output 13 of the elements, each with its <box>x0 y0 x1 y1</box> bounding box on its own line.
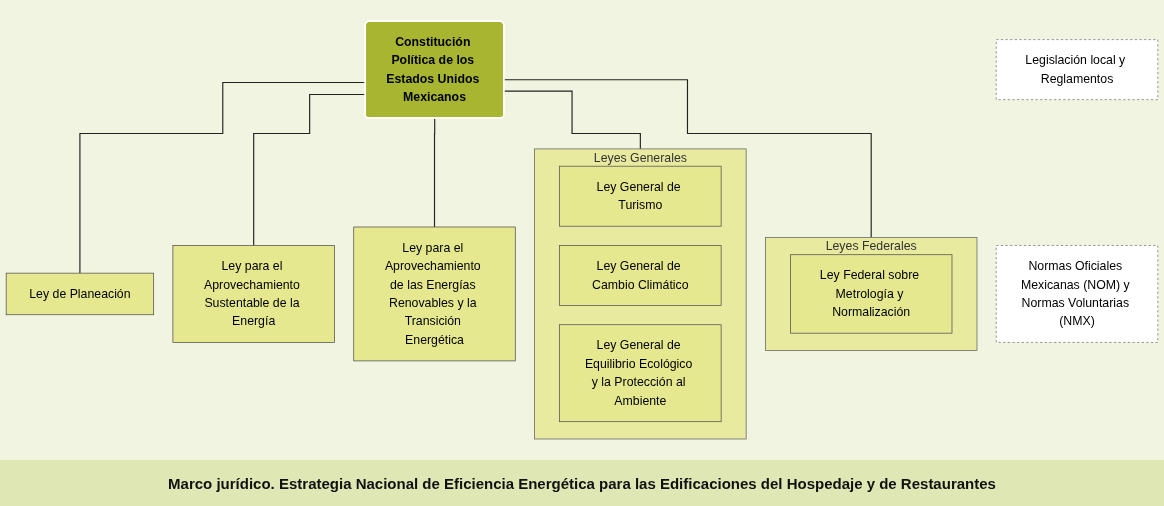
node-box: Legislación local y Reglamentos <box>995 39 1159 100</box>
node-box: Ley General de Equilibrio Ecológico y la Protección al Ambiente <box>559 324 722 422</box>
node-box: Ley Federal sobre Metrología y Normalización <box>790 254 953 334</box>
node-box: Ley General de Turismo <box>559 165 722 227</box>
caption: Marco jurídico. Estrategia Nacional de Eficiencia Energética para las Edificaciones del Hospedaje y de Restaurantes <box>168 474 996 492</box>
node-box: Ley para el Aprovechamiento Sustentable de la Energía <box>172 245 335 343</box>
connector <box>503 90 641 150</box>
node-box: Normas Oficiales Mexicanas (NOM) y Normas Voluntarias (NMX) <box>995 245 1159 343</box>
connector <box>433 117 436 228</box>
node-box: Ley General de Cambio Climático <box>559 245 722 306</box>
node-box: Ley de Planeación <box>5 272 155 316</box>
node-box: Ley para el Aprovechamiento de las Energías Renovables y la Transición Energética <box>353 226 516 362</box>
connector <box>503 79 872 238</box>
